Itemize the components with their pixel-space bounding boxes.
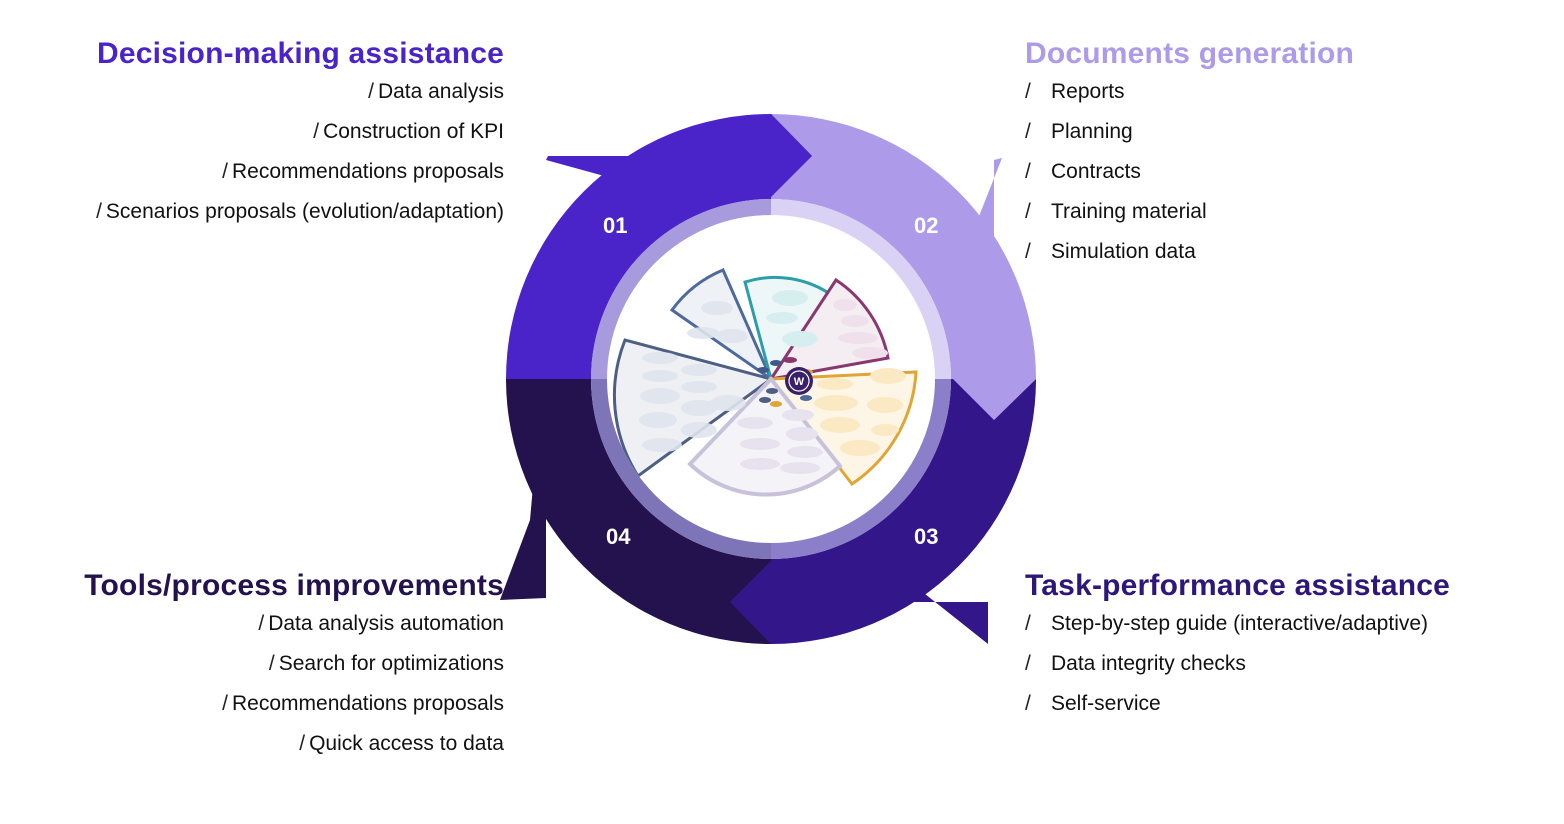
- radial-wheel-thumbnail: [612, 268, 918, 497]
- list-item: /Step-by-step guide (interactive/adaptiv…: [1025, 604, 1545, 644]
- segment-number-03: 03: [914, 524, 938, 549]
- list-item: /Recommendations proposals: [20, 684, 504, 724]
- quadrant-tools-process: Tools/process improvements /Data analysi…: [20, 568, 504, 764]
- list-item: /Data integrity checks: [1025, 644, 1545, 684]
- quadrant-list: /Reports /Planning /Contracts /Training …: [1025, 72, 1545, 272]
- slash-bullet: /: [222, 692, 229, 715]
- list-item: /Simulation data: [1025, 232, 1545, 272]
- list-item: /Data analysis automation: [20, 604, 504, 644]
- company-logo-icon: W: [785, 367, 813, 395]
- arrow-segment-02: [771, 114, 1036, 420]
- list-item: /Reports: [1025, 72, 1545, 112]
- list-item: /Search for optimizations: [20, 644, 504, 684]
- arrow-segment-01: [506, 114, 812, 379]
- slash-bullet: /: [222, 160, 229, 183]
- slash-bullet: /: [1025, 240, 1031, 263]
- slash-bullet: /: [1025, 160, 1031, 183]
- slash-bullet: /: [96, 200, 102, 223]
- quadrant-title: Documents generation: [1025, 37, 1355, 70]
- list-item: /Planning: [1025, 112, 1545, 152]
- list-item: /Construction of KPI: [20, 112, 504, 152]
- slash-bullet: /: [299, 732, 306, 755]
- slash-bullet: /: [1025, 692, 1031, 715]
- quadrant-title: Task-performance assistance: [1025, 569, 1451, 602]
- quadrant-task-performance: Task-performance assistance /Step-by-ste…: [1025, 568, 1545, 724]
- quadrant-documents-generation: Documents generation /Reports /Planning …: [1025, 36, 1545, 272]
- arrow-segment-03: [730, 379, 1036, 644]
- slash-bullet: /: [1025, 200, 1031, 223]
- list-item: /Quick access to data: [20, 724, 504, 764]
- segment-number-01: 01: [603, 213, 627, 238]
- quadrant-list: /Data analysis /Construction of KPI /Rec…: [20, 72, 504, 232]
- quadrant-list: /Data analysis automation /Search for op…: [20, 604, 504, 764]
- list-item: /Data analysis: [20, 72, 504, 112]
- list-item: /Training material: [1025, 192, 1545, 232]
- cycle-diagram: W 01 02 03 04: [500, 114, 1036, 644]
- slash-bullet: /: [368, 80, 374, 103]
- segment-number-02: 02: [914, 213, 938, 238]
- slash-bullet: /: [1025, 80, 1031, 103]
- slash-bullet: /: [1025, 652, 1031, 675]
- quadrant-title: Tools/process improvements: [84, 569, 504, 602]
- list-item: /Self-service: [1025, 684, 1545, 724]
- slash-bullet: /: [268, 652, 275, 675]
- list-item: /Scenarios proposals (evolution/adaptati…: [20, 192, 504, 232]
- quadrant-list: /Step-by-step guide (interactive/adaptiv…: [1025, 604, 1545, 724]
- slash-bullet: /: [313, 120, 320, 143]
- list-item: /Contracts: [1025, 152, 1545, 192]
- slash-bullet: /: [1025, 612, 1031, 635]
- segment-number-04: 04: [606, 524, 631, 549]
- logo-letter: W: [794, 376, 805, 388]
- quadrant-decision-making: Decision-making assistance /Data analysi…: [20, 36, 504, 232]
- slash-bullet: /: [1025, 120, 1031, 143]
- list-item: /Recommendations proposals: [20, 152, 504, 192]
- slash-bullet: /: [258, 612, 265, 635]
- quadrant-title: Decision-making assistance: [96, 37, 504, 70]
